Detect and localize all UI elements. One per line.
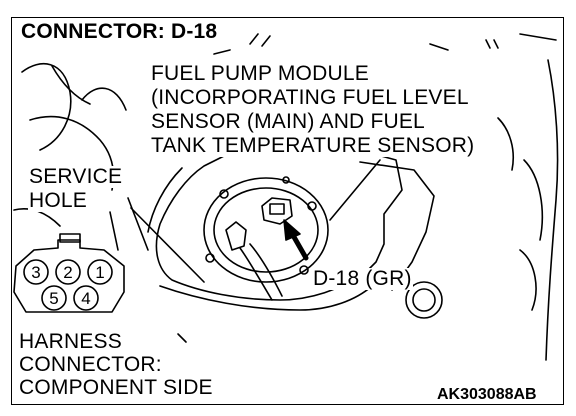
right-side-panel <box>523 159 544 241</box>
harness-label-line1: HARNESS <box>18 330 123 353</box>
fuel-hose <box>239 247 273 301</box>
diagram-frame <box>11 17 564 405</box>
grommet <box>412 288 436 312</box>
hatch-stroke <box>519 33 557 41</box>
component-label-line2: (INCORPORATING FUEL LEVEL <box>150 86 470 109</box>
pin-cavity-2 <box>55 259 81 285</box>
pointer-arrow-head <box>283 219 301 241</box>
leader-line <box>130 207 205 283</box>
harness-connector-body <box>13 239 125 313</box>
flange-bolt <box>205 253 215 263</box>
body-panel-line <box>81 87 127 111</box>
right-side-panel <box>545 59 559 361</box>
service-hole-label-line1: SERVICE <box>28 165 124 188</box>
harness-label-line2: CONNECTOR: <box>18 353 163 376</box>
pin-cavity-4 <box>73 285 99 311</box>
pin-cavity-1 <box>87 259 113 285</box>
right-side-panel <box>497 117 514 171</box>
hatch-stroke <box>493 39 499 49</box>
pin-number-3: 3 <box>31 263 41 282</box>
hatch-stroke <box>249 33 259 45</box>
flange-bolt <box>299 265 309 275</box>
service-hole-label-line2: HOLE <box>28 189 88 212</box>
service-hole-outline <box>147 167 183 233</box>
hatch-stroke <box>429 43 449 51</box>
fuel-hose-fitting <box>225 221 247 251</box>
hatch-stroke <box>485 39 491 49</box>
harness-connector-latch <box>59 233 81 243</box>
body-panel-line <box>51 65 91 105</box>
service-hole-outline <box>159 285 373 311</box>
pin-cavity-5 <box>41 285 67 311</box>
pump-flange <box>203 177 329 283</box>
harness-label-line3: COMPONENT SIDE <box>18 376 214 399</box>
pump-flange-inner <box>213 187 319 273</box>
leader-line <box>329 159 381 221</box>
service-hole-outline <box>155 145 403 301</box>
body-panel-line <box>127 197 149 251</box>
flange-bolt <box>219 189 229 199</box>
mounting-plate <box>359 161 435 291</box>
flange-bolt <box>307 201 317 211</box>
connector-callout: D-18 (GR) <box>312 267 413 290</box>
hatch-stroke <box>261 35 271 47</box>
body-panel-line <box>21 63 72 151</box>
pin-cavity-3 <box>23 259 49 285</box>
right-side-panel <box>519 249 537 311</box>
component-label-line1: FUEL PUMP MODULE <box>150 62 370 85</box>
figure-code: AK303088AB <box>437 386 537 403</box>
pin-number-2: 2 <box>63 263 73 282</box>
pin-number-4: 4 <box>81 289 91 308</box>
pin-number-1: 1 <box>95 263 105 282</box>
pin-number-5: 5 <box>49 289 59 308</box>
connector-title: CONNECTOR: D-18 <box>20 20 219 43</box>
fuel-hose <box>249 243 283 297</box>
module-connector-socket <box>261 197 293 225</box>
hatch-stroke <box>213 49 231 55</box>
leader-line <box>177 333 187 343</box>
body-panel-line <box>109 211 119 251</box>
module-connector-socket <box>269 203 285 215</box>
component-label-line4: TANK TEMPERATURE SENSOR) <box>150 134 476 157</box>
flange-bolt <box>282 176 290 184</box>
grommet <box>405 281 443 319</box>
component-label-line3: SENSOR (MAIN) AND FUEL <box>150 110 426 133</box>
